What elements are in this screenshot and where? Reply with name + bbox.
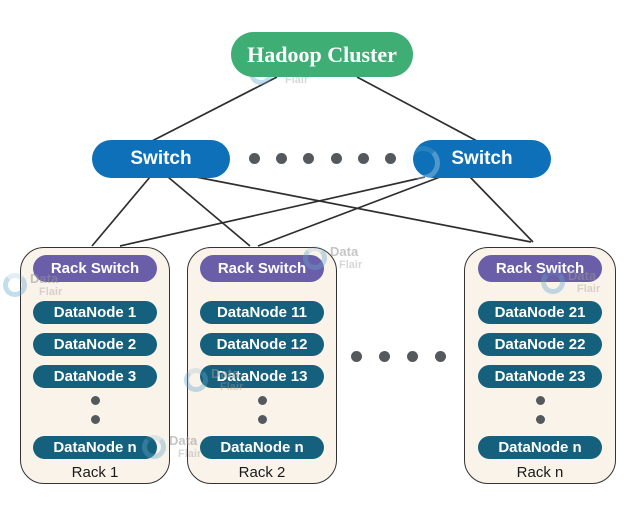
switch-ellipsis-dots bbox=[249, 153, 396, 164]
ellipsis-dot bbox=[357, 153, 369, 164]
rack-2-caption: Rack 2 bbox=[238, 464, 286, 481]
rack-n-datanode: DataNode 22 bbox=[478, 333, 602, 356]
rack-1-datanode: DataNode 3 bbox=[33, 365, 157, 388]
ellipsis-dot bbox=[384, 153, 396, 164]
rack-ellipsis-dots bbox=[351, 351, 446, 362]
ellipsis-dot bbox=[330, 153, 342, 164]
rack-1-datanode: DataNode 1 bbox=[33, 301, 157, 324]
rack-n-datanode: DataNode 23 bbox=[478, 365, 602, 388]
core-switch-left: Switch bbox=[92, 140, 230, 178]
rack-2-datanode: DataNode 12 bbox=[200, 333, 324, 356]
rack-1-datanode-n: DataNode n bbox=[33, 436, 157, 459]
rack-1-container: Rack Switch DataNode 1 DataNode 2 DataNo… bbox=[20, 247, 170, 484]
rack-1-switch: Rack Switch bbox=[33, 255, 157, 282]
vertical-ellipsis-dot bbox=[257, 415, 267, 424]
rack-n-datanode-n: DataNode n bbox=[478, 436, 602, 459]
rack-2-datanode: DataNode 11 bbox=[200, 301, 324, 324]
core-switch-right: Switch bbox=[413, 140, 551, 178]
hadoop-cluster-node: Hadoop Cluster bbox=[231, 32, 413, 77]
rack-n-datanode: DataNode 21 bbox=[478, 301, 602, 324]
ellipsis-dot bbox=[276, 153, 288, 164]
ellipsis-dot bbox=[249, 153, 260, 164]
ellipsis-dot bbox=[379, 351, 390, 362]
vertical-ellipsis-dot bbox=[535, 396, 545, 405]
rack-1-datanode: DataNode 2 bbox=[33, 333, 157, 356]
ellipsis-dot bbox=[435, 351, 446, 362]
ellipsis-dot bbox=[303, 153, 315, 164]
rack-2-datanode: DataNode 13 bbox=[200, 365, 324, 388]
rack-2-switch: Rack Switch bbox=[200, 255, 324, 282]
ellipsis-dot bbox=[351, 351, 362, 362]
rack-n-caption: Rack n bbox=[516, 464, 564, 481]
vertical-ellipsis-dot bbox=[535, 415, 545, 424]
vertical-ellipsis-dot bbox=[257, 396, 267, 405]
vertical-ellipsis-dot bbox=[90, 396, 100, 405]
rack-1-caption: Rack 1 bbox=[71, 464, 119, 481]
rack-n-switch: Rack Switch bbox=[478, 255, 602, 282]
rack-n-container: Rack Switch DataNode 21 DataNode 22 Data… bbox=[464, 247, 616, 484]
vertical-ellipsis-dot bbox=[90, 415, 100, 424]
rack-2-container: Rack Switch DataNode 11 DataNode 12 Data… bbox=[187, 247, 337, 484]
rack-2-datanode-n: DataNode n bbox=[200, 436, 324, 459]
ellipsis-dot bbox=[407, 351, 418, 362]
